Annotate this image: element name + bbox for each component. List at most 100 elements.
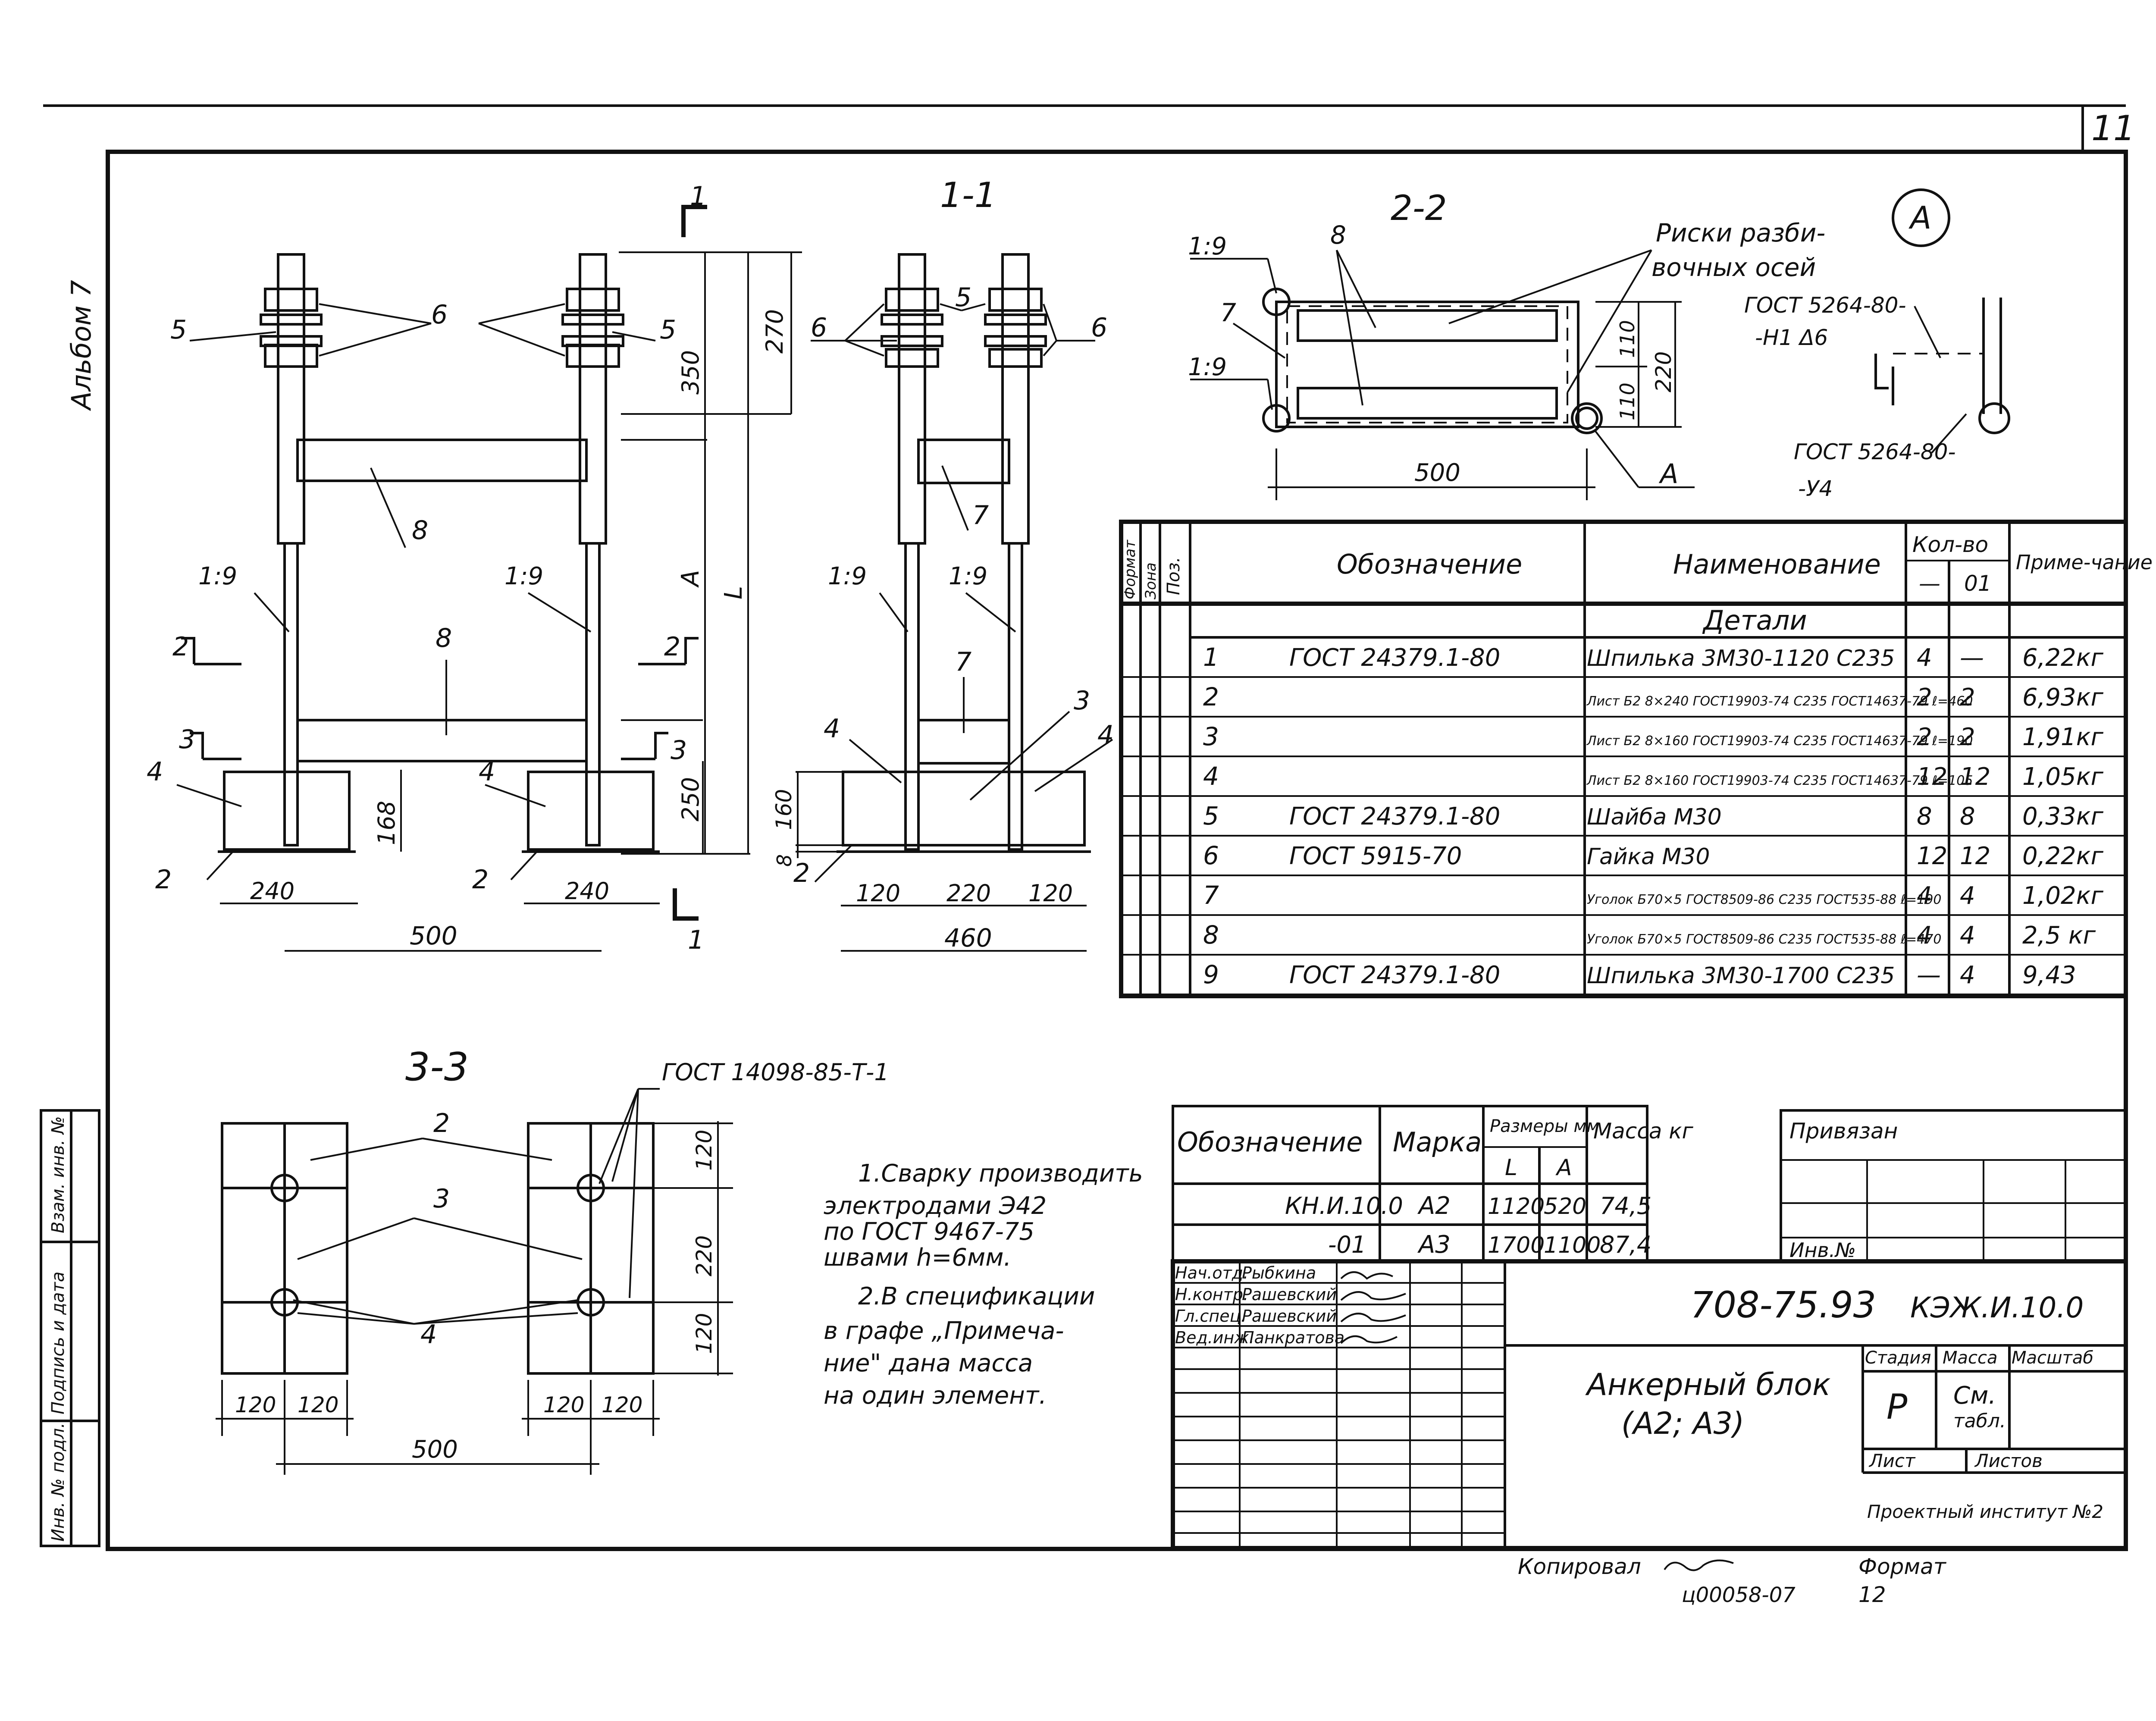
title-block: Нач.отд. Рыбкина Н.контр. Рашевский Гл.с…	[1171, 1259, 2128, 1550]
side-stamp-inv-original: Инв. № подл.	[48, 1423, 68, 1542]
fv-cut2-right: 2	[664, 632, 680, 662]
spec-h-qty-01: 01	[1964, 571, 1992, 596]
s11-dim-8: 8	[773, 854, 796, 867]
s22-note-line1: Риски разби-	[1656, 218, 1825, 248]
spec-row-qty-1: 4	[1917, 922, 1932, 950]
s11-dim-460: 460	[944, 923, 992, 953]
s11-pos7-top: 7	[972, 500, 989, 530]
s11-dim-120-left: 120	[856, 880, 900, 907]
spec-h-pos: Поз.	[1164, 557, 1184, 595]
s11-pos5: 5	[955, 282, 971, 313]
institute-name: Проектный институт №2	[1867, 1501, 2103, 1522]
s11-dim-220: 220	[946, 880, 991, 907]
spec-row-pos: 3	[1203, 722, 1219, 751]
page-number: 11	[2091, 108, 2135, 148]
note-2-line-2: в графе „Примеча-	[824, 1317, 1064, 1345]
fv-dim-A: A	[677, 570, 705, 588]
spec-row-note: 1,02кг	[2022, 882, 2104, 910]
sheet-header: Лист	[1868, 1450, 1916, 1471]
spec-h-format: Формат	[1122, 539, 1139, 599]
marks-table: Обозначение Марка Размеры мм L A Масса к…	[1172, 1105, 1693, 1263]
spec-row-name: Уголок Б70×5 ГОСТ8509-86 С235 ГОСТ535-88…	[1587, 932, 1942, 947]
s33-dim-120-d: 120	[602, 1392, 642, 1417]
fv-cut2-left: 2	[172, 632, 189, 662]
s11-slope-right: 1:9	[949, 562, 987, 590]
side-stamp-sign-date: Подпись и дата	[48, 1272, 68, 1414]
fv-pos6: 6	[431, 300, 448, 330]
copied-label: Копировал	[1518, 1554, 1641, 1579]
fv-pos5-right: 5	[660, 315, 676, 345]
spec-row-note: 1,05кг	[2022, 763, 2104, 791]
s33-pos2: 2	[433, 1108, 450, 1138]
archive-number: ц00058-07	[1682, 1583, 1796, 1607]
detail-A-label: A	[1908, 200, 1931, 236]
spec-row-qty-2: 4	[1960, 922, 1975, 950]
notes: 1.Сварку производить электродами Э42 по …	[824, 1160, 1143, 1410]
marks-r1-A: 520	[1544, 1194, 1586, 1219]
fv-cut1-top: 1	[690, 181, 706, 211]
project-number: 708-75.93	[1690, 1284, 1876, 1326]
spec-row-name: Лист Б2 8×160 ГОСТ19903-74 С235 ГОСТ1463…	[1586, 773, 1973, 788]
section-1-1-title: 1-1	[940, 175, 997, 215]
s22-dim-500: 500	[1414, 459, 1460, 487]
spec-row-designation: ГОСТ 24379.1-80	[1289, 961, 1500, 989]
s11-slope-left: 1:9	[828, 562, 867, 590]
s22-pos8: 8	[1330, 220, 1346, 250]
fv-cut1-bottom: 1	[688, 925, 704, 955]
spec-row-pos: 6	[1203, 841, 1219, 870]
mass-header: Масса	[1943, 1348, 1998, 1368]
staff-role-1: Нач.отд.	[1175, 1263, 1248, 1282]
s33-pos3: 3	[433, 1184, 450, 1214]
signature-marks	[1340, 1271, 1406, 1344]
note-1-line-4: швами h=6мм.	[824, 1244, 1011, 1272]
s22-pos7: 7	[1220, 298, 1236, 327]
note-2-line-4: на один элемент.	[824, 1382, 1047, 1410]
s33-dim-500: 500	[412, 1436, 458, 1464]
staff-name-2: Рашевский	[1242, 1285, 1337, 1304]
side-stamp-replace-inv: Взам. инв. №	[48, 1116, 68, 1233]
s33-dim-120-top: 120	[692, 1130, 717, 1171]
marks-h-designation: Обозначение	[1177, 1126, 1363, 1158]
s11-dim-160: 160	[771, 789, 796, 830]
s22-dim-110-bottom: 110	[1616, 382, 1639, 420]
spec-h-qty: Кол-во	[1912, 532, 1988, 557]
s33-dim-120-b: 120	[298, 1392, 338, 1417]
s11-pos4-left: 4	[824, 714, 840, 744]
s33-dim-120-a: 120	[235, 1392, 276, 1417]
detail-A-gost-top-2: -Н1 Δ6	[1755, 325, 1828, 350]
spec-h-qty-dash: —	[1919, 571, 1940, 596]
marks-h-mark: Марка	[1393, 1126, 1482, 1158]
document-title-line-2: (А2; А3)	[1621, 1406, 1744, 1441]
marks-h-A: A	[1555, 1155, 1572, 1181]
marks-r2-mark: А3	[1417, 1231, 1451, 1259]
sheets-header: Листов	[1974, 1450, 2043, 1471]
spec-row-name: Гайка М30	[1587, 844, 1710, 870]
format-value: 12	[1858, 1582, 1886, 1607]
fv-cut3-left: 3	[179, 724, 195, 755]
s11-pos4-right: 4	[1097, 720, 1114, 750]
spec-row-qty-2: 12	[1960, 763, 1990, 791]
spec-row-qty-2: 4	[1960, 961, 1975, 989]
fv-dim-250: 250	[677, 777, 704, 821]
s11-pos2: 2	[793, 858, 810, 888]
spec-row-note: 0,22кг	[2022, 842, 2104, 870]
fv-dim-240-right: 240	[565, 878, 609, 905]
staff-role-3: Гл.спец.	[1175, 1307, 1246, 1326]
spec-row-qty-2: 4	[1960, 882, 1975, 910]
spec-h-note: Приме-чание	[2016, 551, 2153, 574]
spec-row-qty-2: 12	[1960, 842, 1990, 870]
staff-role-2: Н.контр.	[1175, 1285, 1248, 1304]
fv-pos5-left: 5	[170, 315, 187, 345]
detail-A-gost-bot-2: -У4	[1798, 476, 1833, 501]
spec-h-zone: Зона	[1142, 562, 1159, 599]
spec-row-qty-1: —	[1917, 961, 1941, 989]
spec-row-note: 6,93кг	[2022, 683, 2104, 712]
spec-row-pos: 7	[1203, 881, 1219, 910]
marks-r2-mass: 87,4	[1600, 1231, 1651, 1258]
spec-row-pos: 8	[1203, 920, 1219, 950]
document-code: КЭЖ.И.10.0	[1910, 1291, 2084, 1324]
detail-A-gost-top-1: ГОСТ 5264-80-	[1744, 293, 1906, 318]
front-view: 5 6 5 8 1:9 1:9 8 4 4 2 2 2 2 3 3 1 1	[147, 181, 802, 955]
spec-row-name: Шайба М30	[1587, 804, 1722, 830]
